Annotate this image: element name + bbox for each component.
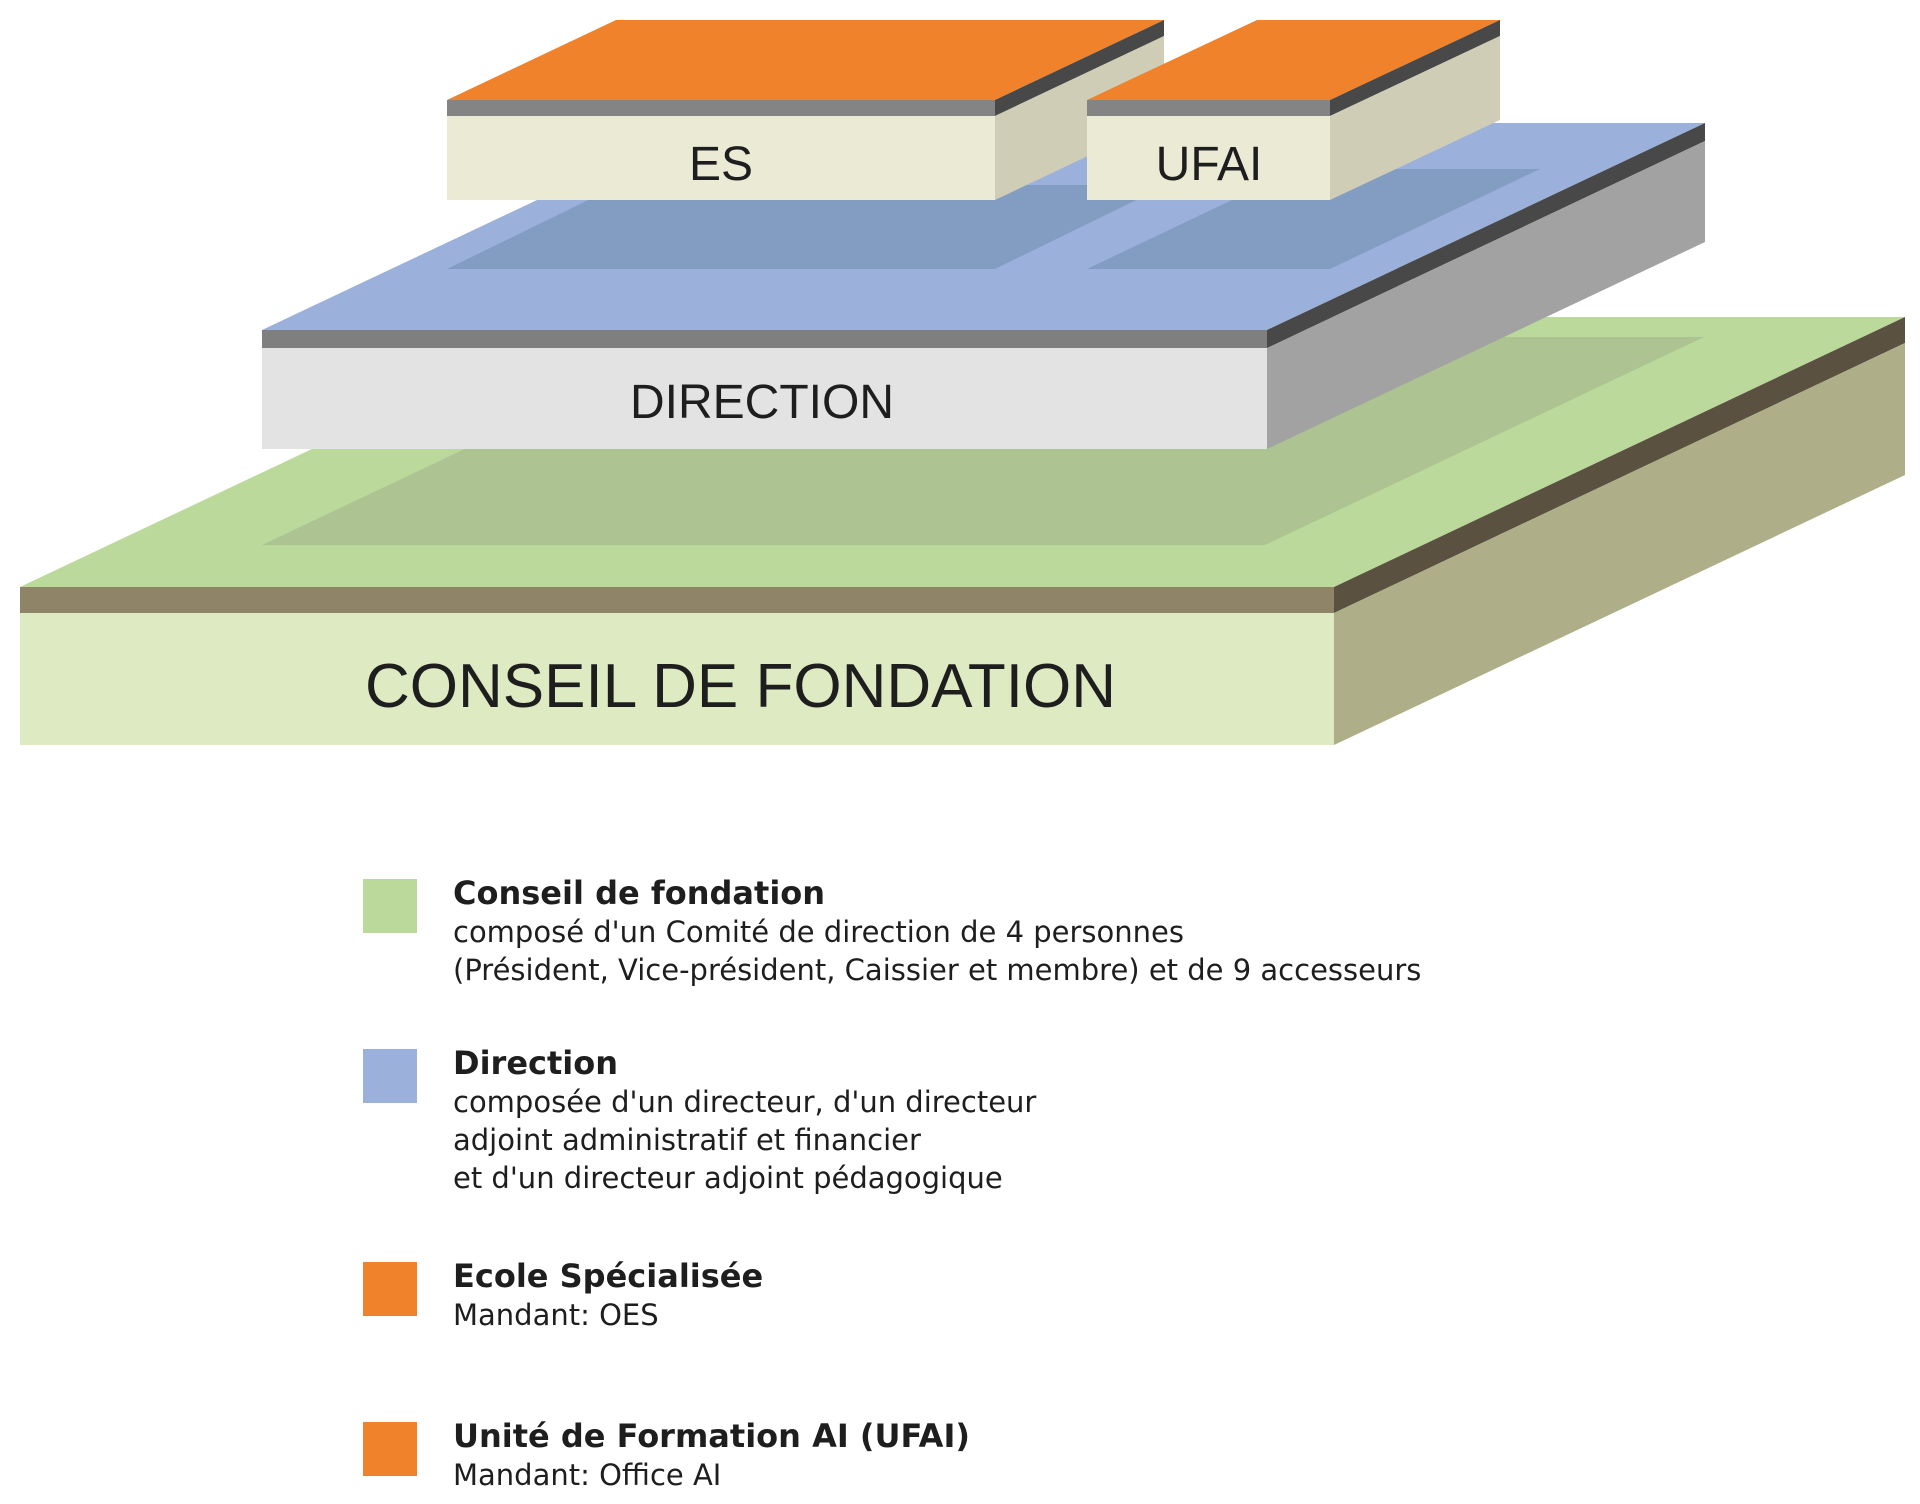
es-top-face bbox=[447, 20, 1164, 100]
legend-description-line: adjoint administratif et financier bbox=[453, 1123, 921, 1157]
direction-label: DIRECTION bbox=[630, 376, 894, 429]
legend-title: Conseil de fondation bbox=[453, 874, 826, 912]
legend-title: Direction bbox=[453, 1044, 619, 1082]
es-label: ES bbox=[689, 138, 753, 191]
legend-description-line: Mandant: OES bbox=[453, 1298, 659, 1332]
legend-swatch bbox=[363, 1262, 417, 1316]
ufai-band-side bbox=[1330, 20, 1500, 116]
es-block: ES bbox=[447, 20, 1164, 200]
legend-title: Unité de Formation AI (UFAI) bbox=[453, 1417, 970, 1455]
foundation-label: CONSEIL DE FONDATION bbox=[365, 652, 1116, 721]
legend-text: Unité de Formation AI (UFAI) Mandant: Of… bbox=[453, 1416, 970, 1494]
legend-text: Direction composée d'un directeur, d'un … bbox=[453, 1043, 1036, 1197]
foundation-front-face bbox=[20, 613, 1334, 745]
legend-description-line: (Président, Vice-président, Caissier et … bbox=[453, 953, 1422, 987]
ufai-top-face bbox=[1087, 20, 1500, 100]
es-front-face bbox=[447, 116, 995, 200]
es-band bbox=[447, 100, 995, 116]
legend-text: Ecole Spécialisée Mandant: OES bbox=[453, 1256, 763, 1334]
ufai-block: UFAI bbox=[1087, 20, 1500, 200]
legend-description-line: Mandant: Office AI bbox=[453, 1458, 722, 1492]
legend-description-line: composé d'un Comité de direction de 4 pe… bbox=[453, 915, 1184, 949]
organization-diagram: CONSEIL DE FONDATION DIRECTION ES UFAI bbox=[20, 20, 1905, 745]
ufai-label: UFAI bbox=[1156, 138, 1263, 191]
es-side-face bbox=[995, 36, 1164, 200]
foundation-band bbox=[20, 587, 1334, 613]
ufai-side-face bbox=[1330, 36, 1500, 200]
direction-side-face bbox=[1267, 141, 1705, 449]
direction-inset-es bbox=[447, 185, 1167, 269]
legend-title: Ecole Spécialisée bbox=[453, 1257, 764, 1295]
legend-description-line: composée d'un directeur, d'un directeur bbox=[453, 1085, 1037, 1119]
legend-swatch bbox=[363, 879, 417, 933]
legend-swatch bbox=[363, 1049, 417, 1103]
ufai-band bbox=[1087, 100, 1330, 116]
direction-inset-ufai bbox=[1087, 169, 1540, 269]
foundation-band-side bbox=[1334, 317, 1905, 613]
legend-description-line: et d'un directeur adjoint pédagogique bbox=[453, 1161, 1003, 1195]
foundation-side-face bbox=[1334, 343, 1905, 745]
legend-swatch bbox=[363, 1422, 417, 1476]
direction-front-face bbox=[262, 348, 1267, 449]
direction-band bbox=[262, 330, 1267, 348]
direction-band-side bbox=[1267, 123, 1705, 348]
legend-text: Conseil de fondation composé d'un Comité… bbox=[453, 873, 1421, 989]
ufai-front-face bbox=[1087, 116, 1330, 200]
es-band-side bbox=[995, 20, 1164, 116]
